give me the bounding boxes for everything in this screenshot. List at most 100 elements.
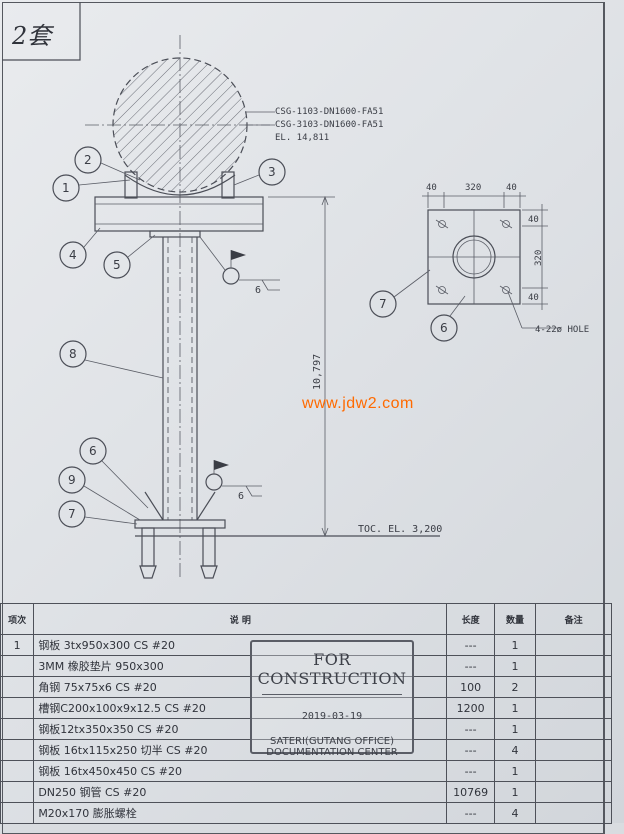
svg-text:4: 4 [69, 248, 77, 262]
callout-1: 1 [52, 174, 131, 202]
callout-4: 4 [59, 227, 101, 269]
cell-qty: 1 [493, 634, 537, 656]
mark-box [2, 2, 81, 61]
cell-qty: 1 [493, 718, 537, 740]
cell-remark [535, 634, 612, 656]
header-no: 项次 [0, 603, 35, 635]
cell-length: --- [446, 760, 495, 782]
callout-6-lower: 6 [79, 437, 149, 509]
cell-length: --- [446, 739, 495, 761]
cell-no [0, 655, 35, 677]
bom-header-row: 项次 说 明 长度 数量 备注 [0, 603, 612, 635]
cell-desc: 角钢 75x75x6 CS #20 [33, 676, 448, 698]
plan-dim-right-3: 40 [528, 293, 539, 303]
cell-qty: 1 [493, 760, 537, 782]
stamp-date: 2019-03-19 [301, 711, 363, 722]
cell-desc: 钢板 16tx450x450 CS #20 [33, 760, 448, 782]
cell-length: --- [446, 634, 495, 656]
cell-no: 1 [0, 634, 35, 656]
header-qty: 数量 [493, 603, 537, 635]
plan-dim-top-3: 40 [506, 183, 517, 193]
callout-2: 2 [74, 146, 141, 181]
bolt-hole-3 [438, 286, 446, 294]
cell-qty: 2 [493, 676, 537, 698]
gusset-plates [144, 491, 216, 521]
weld-symbol-lower [205, 473, 223, 491]
cell-remark [535, 739, 612, 761]
cell-length: 1200 [446, 697, 495, 719]
stamp-org-1: SATERI(GUTANG OFFICE) [270, 736, 394, 747]
bolt-hole-2 [502, 220, 510, 228]
bolt-hole-4 [502, 286, 510, 294]
bolt-hole-1 [438, 220, 446, 228]
stamp-org-2: DOCUMENTATION CENTER [266, 747, 398, 758]
svg-text:2: 2 [84, 153, 92, 167]
cell-desc: DN250 钢管 CS #20 [33, 781, 448, 803]
cell-no [0, 760, 35, 782]
cell-qty: 1 [493, 655, 537, 677]
cell-remark [535, 760, 612, 782]
weld-size-lower: 6 [238, 491, 244, 502]
cell-remark [535, 802, 612, 824]
cell-no [0, 697, 35, 719]
table-row: 钢板 16tx450x450 CS #20---1 [0, 760, 612, 782]
cell-no [0, 802, 35, 824]
svg-text:7: 7 [68, 507, 76, 521]
plan-dim-top-1: 40 [426, 183, 437, 193]
cell-length: 100 [446, 676, 495, 698]
watermark: www.jdw2.com [302, 395, 414, 412]
cell-remark [535, 718, 612, 740]
callout-3: 3 [233, 158, 286, 186]
cell-remark [535, 676, 612, 698]
plan-dim-right-1: 40 [528, 215, 539, 225]
line-ref-2: CSG-3103-DN1600-FA51 [275, 120, 383, 130]
cell-no [0, 781, 35, 803]
header-desc: 说 明 [33, 603, 448, 635]
handwritten-mark: 2套 [11, 22, 54, 50]
anchor-bolt-left [141, 527, 155, 567]
svg-text:6: 6 [89, 444, 97, 458]
cell-qty: 1 [493, 697, 537, 719]
plan-callout-7: 7 [369, 269, 431, 318]
callout-5: 5 [103, 234, 156, 279]
plan-dim-top-2: 320 [465, 183, 481, 193]
weld-symbol-upper [222, 267, 240, 285]
plan-dim-right-2: 320 [534, 250, 544, 266]
callout-7: 7 [58, 500, 138, 528]
svg-text:8: 8 [69, 347, 77, 361]
line-ref-1: CSG-1103-DN1600-FA51 [275, 107, 383, 117]
cell-length: --- [446, 655, 495, 677]
cell-qty: 1 [493, 781, 537, 803]
svg-text:3: 3 [268, 165, 276, 179]
cell-desc: 槽钢C200x100x9x12.5 CS #20 [33, 697, 448, 719]
callout-8: 8 [59, 340, 164, 379]
channel-beam [94, 196, 264, 232]
cell-no [0, 676, 35, 698]
cell-no [0, 739, 35, 761]
header-length: 长度 [446, 603, 495, 635]
cell-remark [535, 655, 612, 677]
cap-plate [149, 230, 201, 238]
base-elevation-label: TOC. EL. 3,200 [358, 524, 442, 535]
anchor-bolt-right [202, 527, 216, 567]
angle-left [124, 171, 138, 199]
table-row: 3MM 橡胶垫片 950x300---1 [0, 655, 612, 677]
cell-length: --- [446, 802, 495, 824]
hole-note: 4-22ø HOLE [535, 325, 589, 335]
pipe-plan-circle [452, 235, 496, 279]
table-row: M20x170 膨胀螺栓---4 [0, 802, 612, 824]
cell-remark [535, 697, 612, 719]
header-remark: 备注 [535, 603, 612, 635]
cell-remark [535, 781, 612, 803]
callout-9: 9 [58, 466, 141, 521]
svg-text:6: 6 [440, 321, 448, 335]
cell-no [0, 718, 35, 740]
stamp-title: FOR CONSTRUCTION [257, 650, 407, 688]
svg-text:1: 1 [62, 181, 70, 195]
